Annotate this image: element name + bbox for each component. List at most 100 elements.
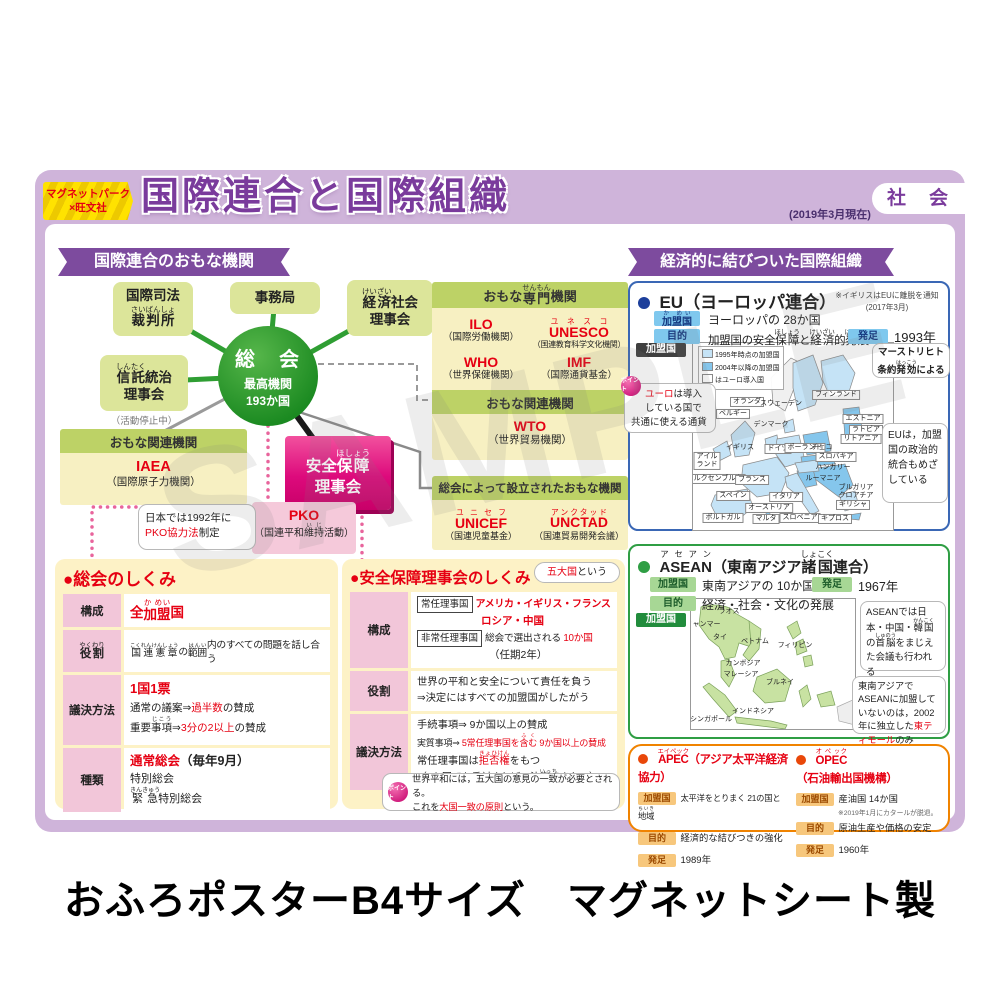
map-country-label: オランダ	[730, 396, 764, 408]
ecosoc-line1: 経済けいざい社会	[362, 287, 418, 311]
opec-member-note: ※2019年1月にカタールが脱退。	[838, 810, 938, 817]
icj-line1: 国際司法	[126, 288, 180, 304]
ilo-full: （国際労働機関）	[442, 332, 519, 343]
iaea-abbr: IAEA	[136, 459, 171, 475]
ga-table-title: ●総会のしくみ	[63, 570, 176, 589]
wto-box: WTO （世界貿易機関）	[432, 414, 628, 460]
sc-permanent-value: アメリカ・イギリス・フランス	[475, 599, 611, 610]
badge-line2: ×旺文社	[69, 202, 107, 215]
map-country-label: スロバキア	[815, 451, 857, 463]
eu-title-row: EU（ヨーロッパ連合）	[638, 288, 836, 313]
org-box-ecosoc: 経済けいざい社会 理事会	[347, 280, 433, 336]
opec-purpose-label: 目的	[796, 822, 834, 835]
apec-bullet-icon	[638, 754, 648, 764]
iaea-box: IAEA （国際原子力機関）	[60, 453, 247, 505]
eu-map-graphic	[710, 354, 864, 522]
legend-swatch-2004	[702, 361, 713, 371]
legend-text-1995: 1995年時点の加盟国	[715, 352, 780, 359]
ga-row3-label: 議決方法	[63, 675, 121, 745]
map-country-label: キプロス	[818, 513, 852, 525]
opec-purpose-value: 原油生産や価格の安定	[838, 823, 932, 833]
asean-bullet-icon	[638, 561, 650, 573]
agency-imf: IMF （国際通貨基金）	[530, 353, 628, 382]
trusteeship-note: （活動停止中）	[110, 416, 178, 427]
ga-row1-value: 全加盟か めい国	[124, 594, 330, 627]
publisher-badge: マグネットパーク ×旺文社	[43, 182, 133, 220]
permanent-tag: 常任理事国	[417, 596, 473, 614]
map-country-label: デンマーク	[753, 420, 789, 428]
five-powers-callout: 五大国という	[534, 562, 620, 583]
ga-voting-line1: 1国1票	[130, 681, 171, 696]
security-council-box: 安全保障ほしょう 理事会	[285, 436, 391, 510]
agency-unicef: UNICEFユ ニ セ フ （国連児童基金）	[432, 508, 530, 542]
legend-text-euro: はユーロ導入国	[715, 377, 764, 384]
map-country-label: カンボジア	[725, 659, 761, 667]
eu-note-line2: (2017年3月)	[865, 302, 909, 312]
section-title-economic-orgs: 経済的に結びついた国際組織	[628, 248, 894, 276]
pko-abbr: PKO	[288, 507, 320, 523]
eu-purpose-value: 加盟国の安全保障ほしょうと経済けいざい的発展はってん	[708, 329, 870, 347]
map-country-label: ブルネイ	[766, 678, 794, 686]
pko-note-line1: 日本では1992年に	[145, 512, 232, 524]
ga-row-voting: 議決方法 1国1票 通常の議案⇒過半数の賛成 重要事項じこう⇒3分の2以上の賛成	[63, 675, 330, 745]
ga-row2-value: 国連憲章こくれんけんしょうの範囲はんい内のすべての問題を話し合う	[124, 630, 330, 672]
map-country-label: ポルトガル	[702, 512, 744, 524]
iaea-full: （国際原子力機関）	[106, 475, 201, 488]
unesco-full: （国連教育科学文化機関）	[532, 340, 626, 349]
sc-row1-label: 構成	[350, 592, 408, 668]
poster-title: 国際連合と国際組織	[141, 176, 511, 218]
asean-map: ラオスミャンマータイベトナムフィリピンカンボジアマレーシアブルネイインドネシアシ…	[690, 598, 856, 730]
map-country-label: ポーランド	[784, 442, 826, 454]
ga-voting-line2: 通常の議案⇒過半数の賛成	[130, 701, 255, 714]
pko-full: （国連平和維持いじ活動）	[254, 523, 354, 540]
apec-founded-value: 1989年	[680, 855, 712, 866]
opec-bullet-icon	[796, 755, 806, 765]
sc-voting-line3: 常任理事国は拒否権きょひけんをもつ	[417, 750, 541, 767]
map-country-label: インドネシア	[732, 707, 774, 715]
org-box-icj: 国際司法 裁判所さいばんしょ	[113, 282, 193, 336]
euro-point-line2: している国で	[645, 402, 702, 414]
asean-founded-value: 1967年	[858, 580, 899, 594]
related-left-header: おもな関連機関	[60, 429, 247, 453]
sc-role-line1: 世界の平和と安全について責任を負う	[417, 676, 592, 688]
sc-row2-label: 役割	[350, 670, 408, 711]
map-country-label: オーストリア	[745, 502, 793, 514]
eu-political-callout: EUは，加盟国の政治的統合もめざしている	[882, 423, 948, 503]
who-full: （世界保健機関）	[442, 369, 519, 381]
sc-nonpermanent-value: 総会で選出される 10か国	[484, 632, 593, 644]
eu-founded-label: 発足	[848, 329, 888, 344]
unesco-abbr: UNESCOユ ネ ス コ	[549, 316, 609, 340]
ecosoc-line2: 理事会	[369, 312, 411, 327]
sc-table-title: ●安全保障理事会のしくみ	[350, 570, 531, 587]
opec-founded-value: 1960年	[838, 845, 870, 856]
map-country-label: フィンランド	[812, 389, 860, 401]
sc-role-line2: ⇒決定にはすべての加盟国がしたがう	[417, 692, 590, 704]
map-country-label: イギリス	[726, 443, 754, 451]
map-country-label: ベルギー	[716, 408, 750, 420]
euro-point-line3: 共通に使える通貨	[631, 416, 707, 428]
apec-purpose-label: 目的	[638, 832, 676, 845]
apec-title: APECエイペック（アジア太平洋経済協力）	[638, 748, 788, 784]
euro-point-bubble: ポイント ユーロは導入 している国で 共通に使える通貨	[621, 376, 716, 433]
asean-member-label: 加盟国	[650, 577, 696, 592]
date-note: (2019年3月現在)	[789, 209, 871, 221]
asean-timor-callout: 東南アジアでASEANに加盟していないのは，2002年に独立した東ティモールのみ	[852, 676, 946, 745]
opec-title: OPECオ ペ ック（石油輸出国機構）	[796, 748, 898, 785]
asean-purpose-value: 経済・社会・文化の発展	[702, 598, 835, 612]
asean-title: ASEANア セ ア ン（東南アジア諸国しょこく連合）	[659, 550, 878, 576]
ga-types-line1: 通常総会（毎年9月）	[130, 754, 250, 768]
map-country-label: スペイン	[716, 490, 750, 502]
ga-types-line2: 特別総会	[130, 773, 174, 786]
security-line2: 理事会	[314, 478, 362, 496]
wto-abbr: WTO	[513, 418, 547, 434]
security-line1: 安全保障ほしょう	[305, 448, 371, 476]
agency-unesco: UNESCOユ ネ ス コ （国連教育科学文化機関）	[530, 317, 628, 350]
ilo-abbr: ILO	[469, 315, 493, 332]
map-country-label: リトアニア	[840, 433, 882, 445]
asean-summit-callout: ASEANでは日本・中国・韓国かんこくの首脳しゅのうをまじえた会議も行われる	[860, 601, 946, 678]
agency-ilo: ILO （国際労働機関）	[432, 315, 530, 350]
imf-abbr: IMF	[566, 353, 592, 370]
eu-purpose-label: 目的	[654, 329, 700, 344]
legend-swatch-1995	[702, 349, 713, 358]
